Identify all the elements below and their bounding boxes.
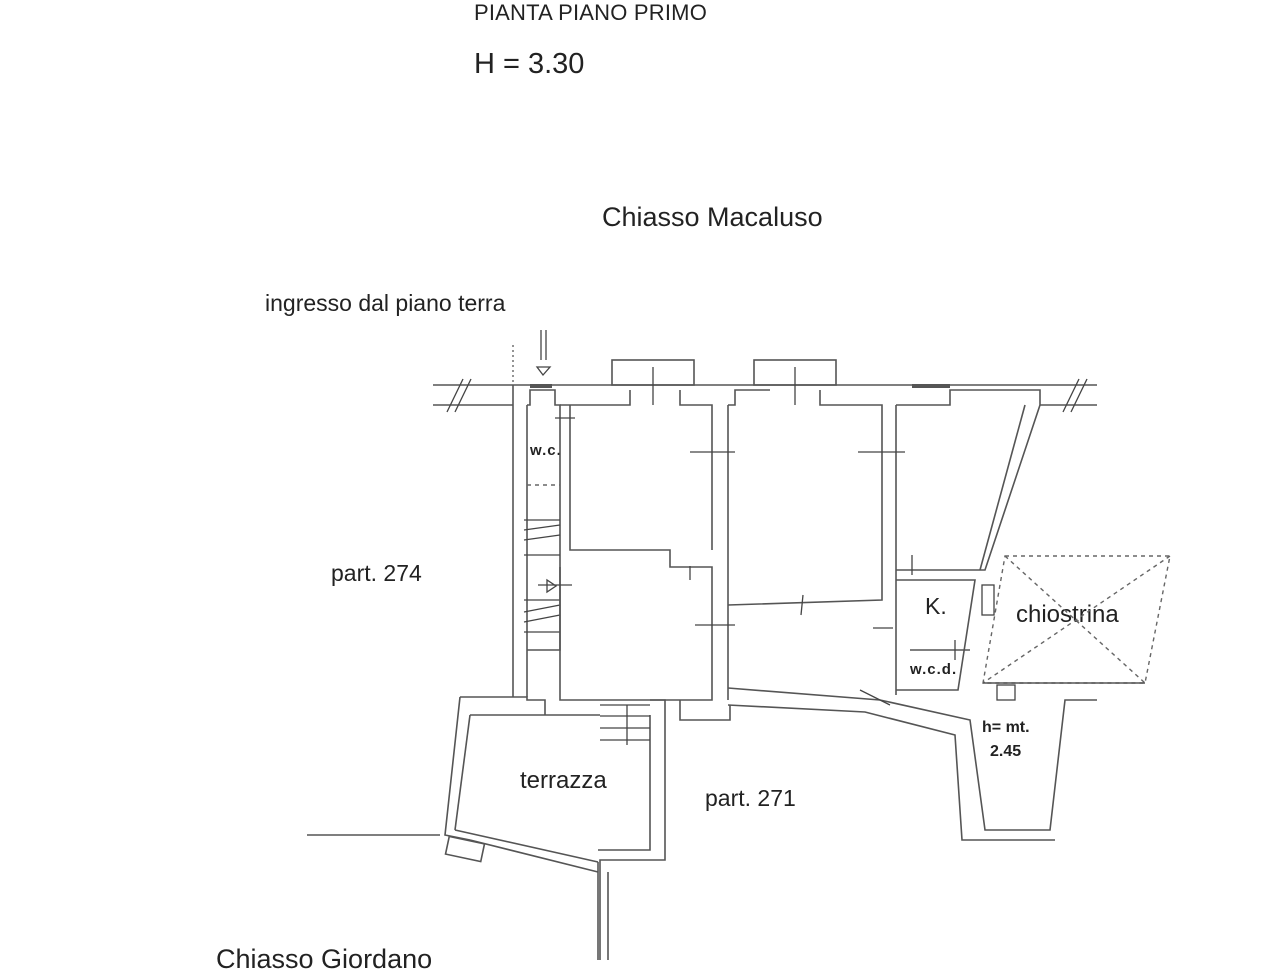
entrance-arrow-icon xyxy=(512,330,552,385)
room-label-kitchen: K. xyxy=(925,593,947,619)
parcel-label-271: part. 271 xyxy=(705,785,796,811)
room-label-wcd: w.c.d. xyxy=(910,661,958,678)
courtyard-outline xyxy=(981,555,1171,701)
room-height-label: h= mt. xyxy=(982,719,1030,736)
street-facade xyxy=(433,378,1097,413)
street-label-top: Chiasso Macaluso xyxy=(602,202,823,232)
door-markers xyxy=(538,417,956,706)
building-walls xyxy=(307,385,1097,960)
balconies xyxy=(530,359,950,405)
entrance-annotation: ingresso dal piano terra xyxy=(265,290,506,316)
room-height-value: 2.45 xyxy=(990,743,1022,760)
room-label-wc: w.c. xyxy=(530,442,562,459)
room-label-terrace: terrazza xyxy=(520,767,607,794)
room-label-courtyard: chiostrina xyxy=(1016,601,1119,628)
floor-height-label: H = 3.30 xyxy=(474,48,585,80)
parcel-label-274: part. 274 xyxy=(331,560,422,586)
drawing-title: PIANTA PIANO PRIMO xyxy=(474,0,708,25)
